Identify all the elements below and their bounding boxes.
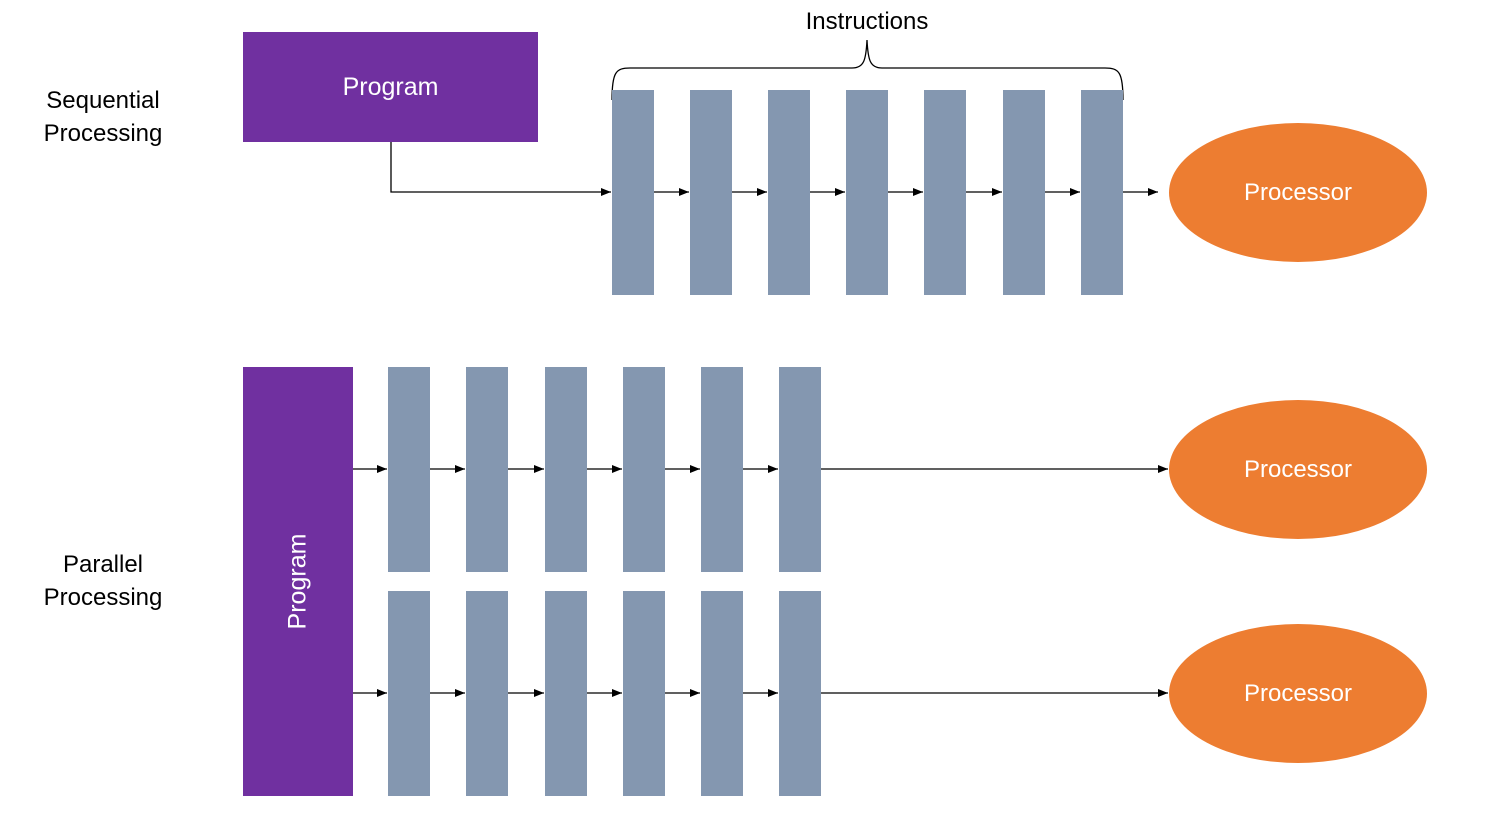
parallel-processor-bottom-label: Processor	[1243, 679, 1353, 707]
instructions-label: Instructions	[805, 8, 929, 35]
sequential-instruction-block	[1081, 90, 1123, 295]
parallel-top-instruction-block	[779, 367, 821, 572]
parallel-processor-top: Processor	[1169, 400, 1427, 539]
sequential-label-line1: Sequential	[46, 87, 160, 114]
parallel-top-instruction-block	[701, 367, 743, 572]
parallel-program-box: Program	[243, 367, 353, 796]
sequential-instruction-block	[846, 90, 888, 295]
sequential-instruction-block	[924, 90, 966, 295]
sequential-processor: Processor	[1169, 123, 1427, 262]
sequential-program-label: Program	[342, 72, 439, 101]
parallel-processor-top-label: Processor	[1243, 455, 1353, 483]
parallel-top-instruction-block	[623, 367, 665, 572]
parallel-top-instruction-block	[388, 367, 430, 572]
parallel-bottom-instruction-block	[466, 591, 508, 796]
parallel-label-line1: Parallel	[62, 551, 144, 578]
sequential-program-box: Program	[243, 32, 538, 142]
parallel-bottom-instruction-block	[779, 591, 821, 796]
parallel-program-label: Program	[283, 533, 312, 630]
sequential-processing-label: Sequential Processing	[22, 84, 184, 150]
parallel-bottom-instruction-block	[545, 591, 587, 796]
parallel-bottom-instruction-block	[701, 591, 743, 796]
sequential-instruction-block	[1003, 90, 1045, 295]
sequential-instruction-block	[768, 90, 810, 295]
sequential-instruction-block	[612, 90, 654, 295]
sequential-label-line2: Processing	[43, 120, 163, 147]
parallel-bottom-instruction-block	[623, 591, 665, 796]
parallel-label-line2: Processing	[43, 584, 163, 611]
sequential-processor-label: Processor	[1243, 178, 1353, 206]
parallel-top-instruction-block	[545, 367, 587, 572]
seq-program-arrow	[390, 142, 611, 196]
instructions-brace	[611, 39, 1124, 101]
parallel-processing-label: Parallel Processing	[22, 548, 184, 614]
parallel-processor-bottom: Processor	[1169, 624, 1427, 763]
parallel-top-instruction-block	[466, 367, 508, 572]
parallel-bottom-instruction-block	[388, 591, 430, 796]
sequential-instruction-block	[690, 90, 732, 295]
